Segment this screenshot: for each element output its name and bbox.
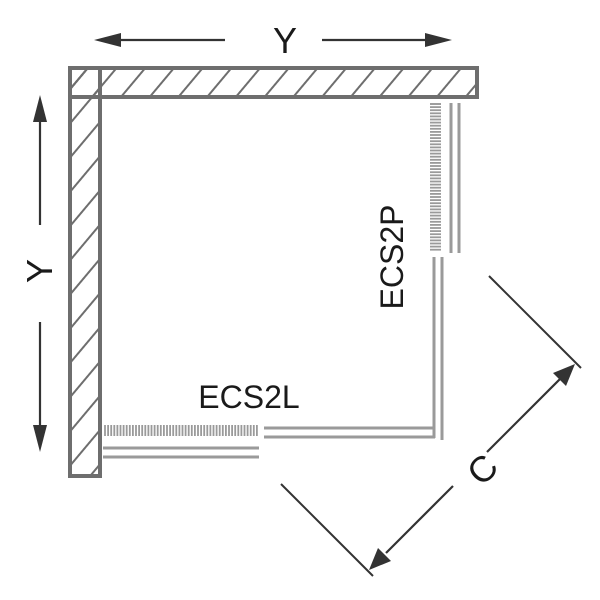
left-panel-ECS2L xyxy=(103,425,435,459)
top-wall xyxy=(68,66,479,99)
right-panel-label: ECS2P xyxy=(374,205,410,310)
left-panel-label: ECS2L xyxy=(198,379,299,415)
right-panel-ECS2P xyxy=(430,103,461,440)
top-dimension-arrow: Y xyxy=(94,20,452,61)
top-dimension-label: Y xyxy=(273,20,297,61)
left-dimension-label: Y xyxy=(19,259,60,283)
walls xyxy=(68,66,479,478)
diagonal-dimension: C xyxy=(280,275,582,577)
diagonal-dimension-label: C xyxy=(459,446,506,493)
left-dimension-arrow: Y xyxy=(19,95,60,452)
left-wall xyxy=(68,66,102,478)
